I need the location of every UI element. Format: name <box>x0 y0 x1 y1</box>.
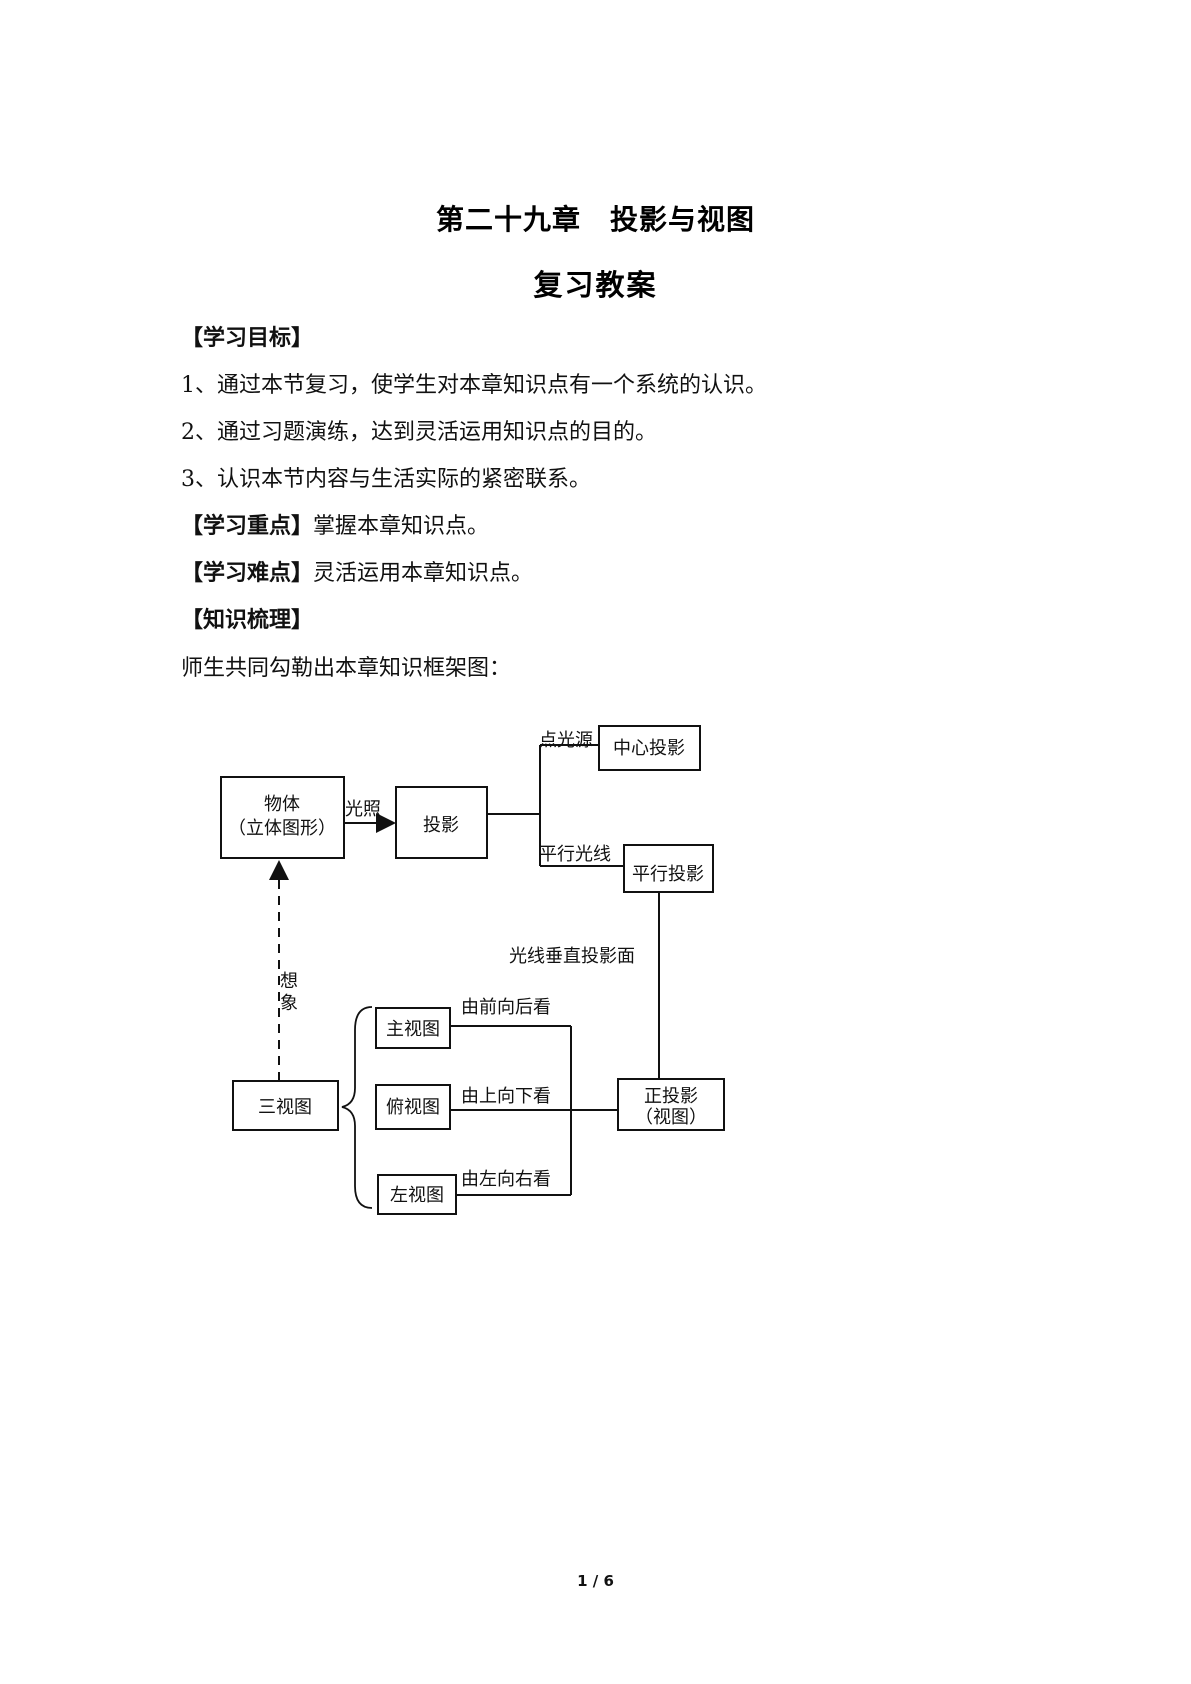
box-front-view <box>375 1007 451 1049</box>
difficulty-points: 【学习难点】灵活运用本章知识点。 <box>181 555 533 587</box>
left-direction-label: 由左向右看 <box>461 1169 551 1190</box>
light-label: 光照 <box>345 799 381 820</box>
objective-item-1: 1、通过本节复习，使学生对本章知识点有一个系统的认识。 <box>181 373 767 398</box>
front-view-label: 主视图 <box>386 1019 440 1040</box>
imagine-label-1: 想 <box>280 971 298 992</box>
brace <box>341 1006 373 1209</box>
box-parallel-projection <box>623 844 714 893</box>
object-sublabel: （立体图形） <box>228 818 336 839</box>
box-three-views <box>232 1080 339 1131</box>
key-points: 【学习重点】掌握本章知识点。 <box>181 508 489 540</box>
objective-item-3: 3、认识本节内容与生活实际的紧密联系。 <box>181 467 591 492</box>
key-text: 掌握本章知识点。 <box>313 514 490 539</box>
key-heading: 【学习重点】 <box>181 514 314 539</box>
objective-item-2: 2、通过习题演练，达到灵活运用知识点的目的。 <box>181 420 657 445</box>
orthographic-label: 正投影 <box>644 1086 698 1107</box>
projection-label: 投影 <box>423 815 459 836</box>
box-object <box>220 776 345 859</box>
knowledge-heading: 【知识梳理】 <box>181 608 314 633</box>
front-direction-label: 由前向后看 <box>461 997 551 1018</box>
parallel-light-label: 平行光线 <box>539 844 611 865</box>
intro-text: 师生共同勾勒出本章知识框架图： <box>181 656 512 681</box>
central-projection-label: 中心投影 <box>613 738 685 759</box>
box-top-view <box>375 1084 451 1130</box>
top-direction-label: 由上向下看 <box>461 1086 551 1107</box>
orthographic-sublabel: （视图） <box>635 1107 707 1128</box>
difficulty-heading: 【学习难点】 <box>181 561 314 586</box>
chapter-title: 第二十九章 投影与视图 <box>435 203 755 236</box>
object-label: 物体 <box>264 794 300 815</box>
objectives-heading: 【学习目标】 <box>181 326 314 351</box>
box-projection <box>395 786 488 859</box>
page-number: 1 / 6 <box>577 1572 614 1590</box>
three-views-label: 三视图 <box>258 1097 312 1118</box>
perpendicular-label: 光线垂直投影面 <box>509 946 635 967</box>
parallel-projection-label: 平行投影 <box>632 864 704 885</box>
point-light-label: 点光源 <box>539 730 593 751</box>
lesson-subtitle: 复习教案 <box>533 268 658 302</box>
imagine-label-2: 象 <box>280 993 298 1014</box>
box-orthographic <box>617 1078 725 1131</box>
top-view-label: 俯视图 <box>386 1097 440 1118</box>
left-view-label: 左视图 <box>390 1185 444 1206</box>
difficulty-text: 灵活运用本章知识点。 <box>313 561 534 586</box>
box-central-projection <box>598 725 701 771</box>
